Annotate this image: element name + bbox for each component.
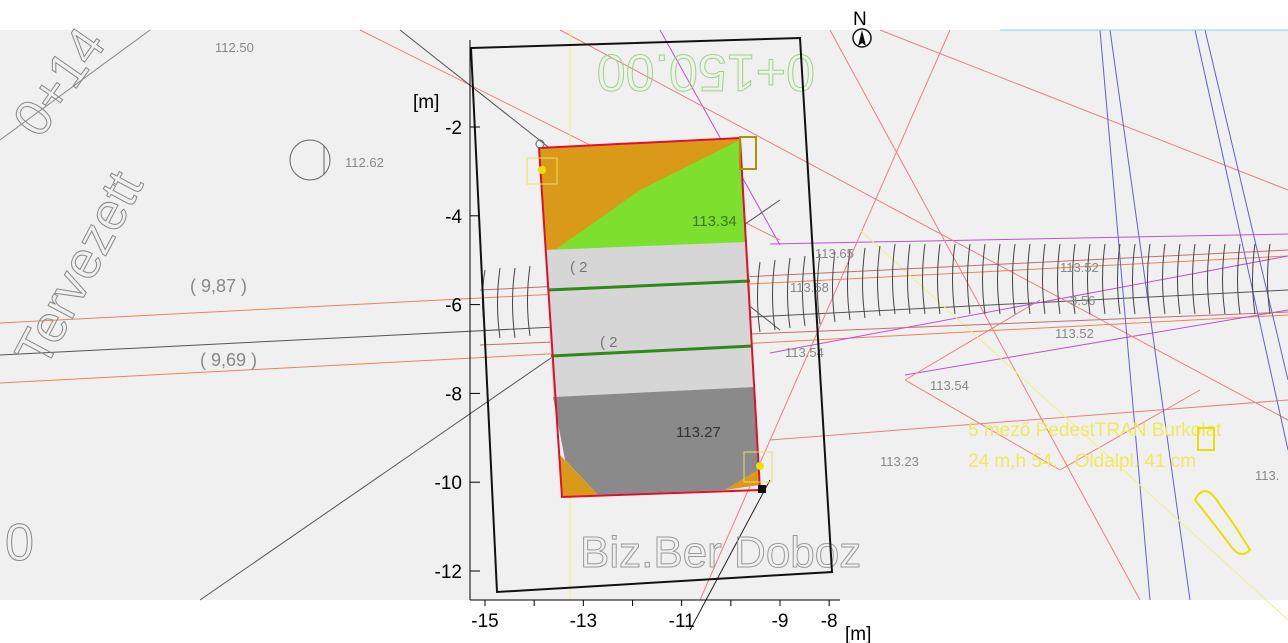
elev-113-right: 113.: [1255, 468, 1279, 483]
elev-113-58: 113.58: [790, 280, 829, 295]
dark-gray-fill: [553, 387, 758, 495]
section-frame: [469, 36, 834, 594]
dim-9-87: ( 9,87 ): [190, 276, 247, 296]
elev-113-54a: 113.54: [785, 345, 824, 360]
small-circle-top: [535, 139, 545, 149]
yellow-line-2: 24 m,h 54, · Oldalpl. 41 cm: [968, 451, 1196, 472]
orange-fill-bottom-right: [725, 470, 760, 490]
fragment-2b: ( 2: [600, 334, 618, 351]
y-tick-label: -8: [445, 384, 462, 405]
y-tick-label: -4: [445, 207, 462, 228]
elev-113-34: 113.34: [692, 213, 737, 230]
north-needle-icon: [858, 30, 866, 46]
elev-112-62: 112.62: [345, 155, 384, 170]
yellow-point-bottom[interactable]: [756, 462, 764, 470]
elev-113-23: 113.23: [880, 454, 919, 469]
x-tick-label: -9: [772, 611, 789, 632]
x-tick-label: -13: [570, 611, 597, 632]
y-tick-label: -2: [445, 118, 462, 139]
light-gray-band-1: [545, 242, 750, 292]
orange-fill-bottom-left: [560, 455, 598, 497]
x-tick-label: -15: [471, 611, 498, 632]
station-bottom-left-label: 0: [5, 514, 34, 572]
green-separator-1: [547, 279, 751, 292]
corner-marker-bottom-right: [743, 451, 773, 483]
fragment-2a: ( 2: [570, 259, 588, 276]
x-axis: [m] -15 -13 -11 -9 -8: [470, 599, 871, 643]
bg-labels: 112.50 112.62 ( 9,87 ) ( 9,69 ) 113.65 1…: [190, 40, 1279, 483]
x-tick-label: -11: [669, 611, 695, 632]
y-tick-label: -12: [435, 562, 462, 583]
green-fill: [555, 140, 747, 250]
yellow-point-top[interactable]: [538, 166, 546, 174]
north-label: N: [853, 9, 867, 30]
elev-113-52a: 113.52: [1060, 260, 1099, 275]
north-arrow: N: [852, 9, 872, 48]
dim-9-69: ( 9,69 ): [200, 350, 257, 370]
elev-113-56: 3.56: [1070, 293, 1095, 308]
black-marker: [758, 485, 766, 493]
yellow-line-1: 5 mező PedestTRAN Burkolat: [968, 420, 1222, 441]
light-gray-band-2: [548, 282, 752, 356]
y-tick-label: -10: [435, 473, 462, 494]
elev-113-65: 113.65: [815, 246, 854, 261]
yellow-tree-symbol: [1193, 427, 1252, 555]
station-top-label: 0+150.00: [597, 43, 815, 101]
survey-point-symbol: [289, 139, 331, 181]
bottom-white-band: [0, 600, 1288, 643]
corner-marker-top-right: [739, 136, 757, 170]
y-tick-label: -6: [445, 296, 462, 317]
x-tick-label: -8: [821, 611, 838, 632]
elev-113-27: 113.27: [676, 424, 721, 441]
elev-113-54b: 113.54: [930, 378, 969, 393]
cross-section-body[interactable]: 113.34 113.27 ( 2 ( 2: [526, 136, 773, 499]
green-separator-2: [550, 344, 753, 358]
top-white-band: [0, 0, 1288, 30]
biz-ber-label: Biz.Ber Doboz: [580, 528, 861, 577]
light-gray-band-3: [551, 346, 754, 397]
yellow-annotation: 5 mező PedestTRAN Burkolat 24 m,h 54, · …: [968, 420, 1222, 472]
y-axis: [m] -2 -4 -6 -8 -10 -12: [413, 40, 480, 600]
y-axis-unit: [m]: [413, 92, 439, 113]
elev-113-52b: 113.52: [1055, 326, 1094, 341]
elev-112-50: 112.50: [215, 40, 254, 55]
corner-marker-top-left: [526, 157, 558, 185]
x-axis-unit: [m]: [845, 624, 871, 643]
